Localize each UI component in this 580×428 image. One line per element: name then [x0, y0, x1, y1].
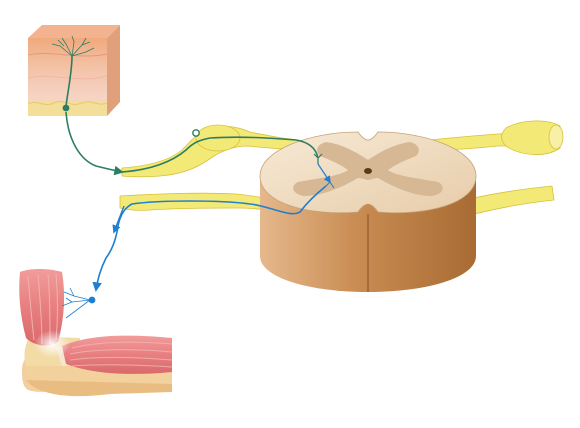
motor-end-node [88, 296, 96, 304]
spinal-cord-cross-section [259, 131, 477, 292]
muscle-effector [19, 269, 173, 397]
skin-section [27, 25, 120, 116]
motor-end-plates [61, 287, 91, 319]
sensory-neuron-node [62, 104, 70, 112]
sensory-neuron-pathway [62, 55, 323, 176]
sensory-synapse [313, 153, 323, 164]
motor-neuron-pathway [88, 163, 335, 304]
stimulus-glow [34, 330, 70, 358]
central-canal [364, 168, 372, 174]
sensory-receptor-endings [51, 35, 95, 57]
ganglion-cell-body [192, 129, 200, 137]
